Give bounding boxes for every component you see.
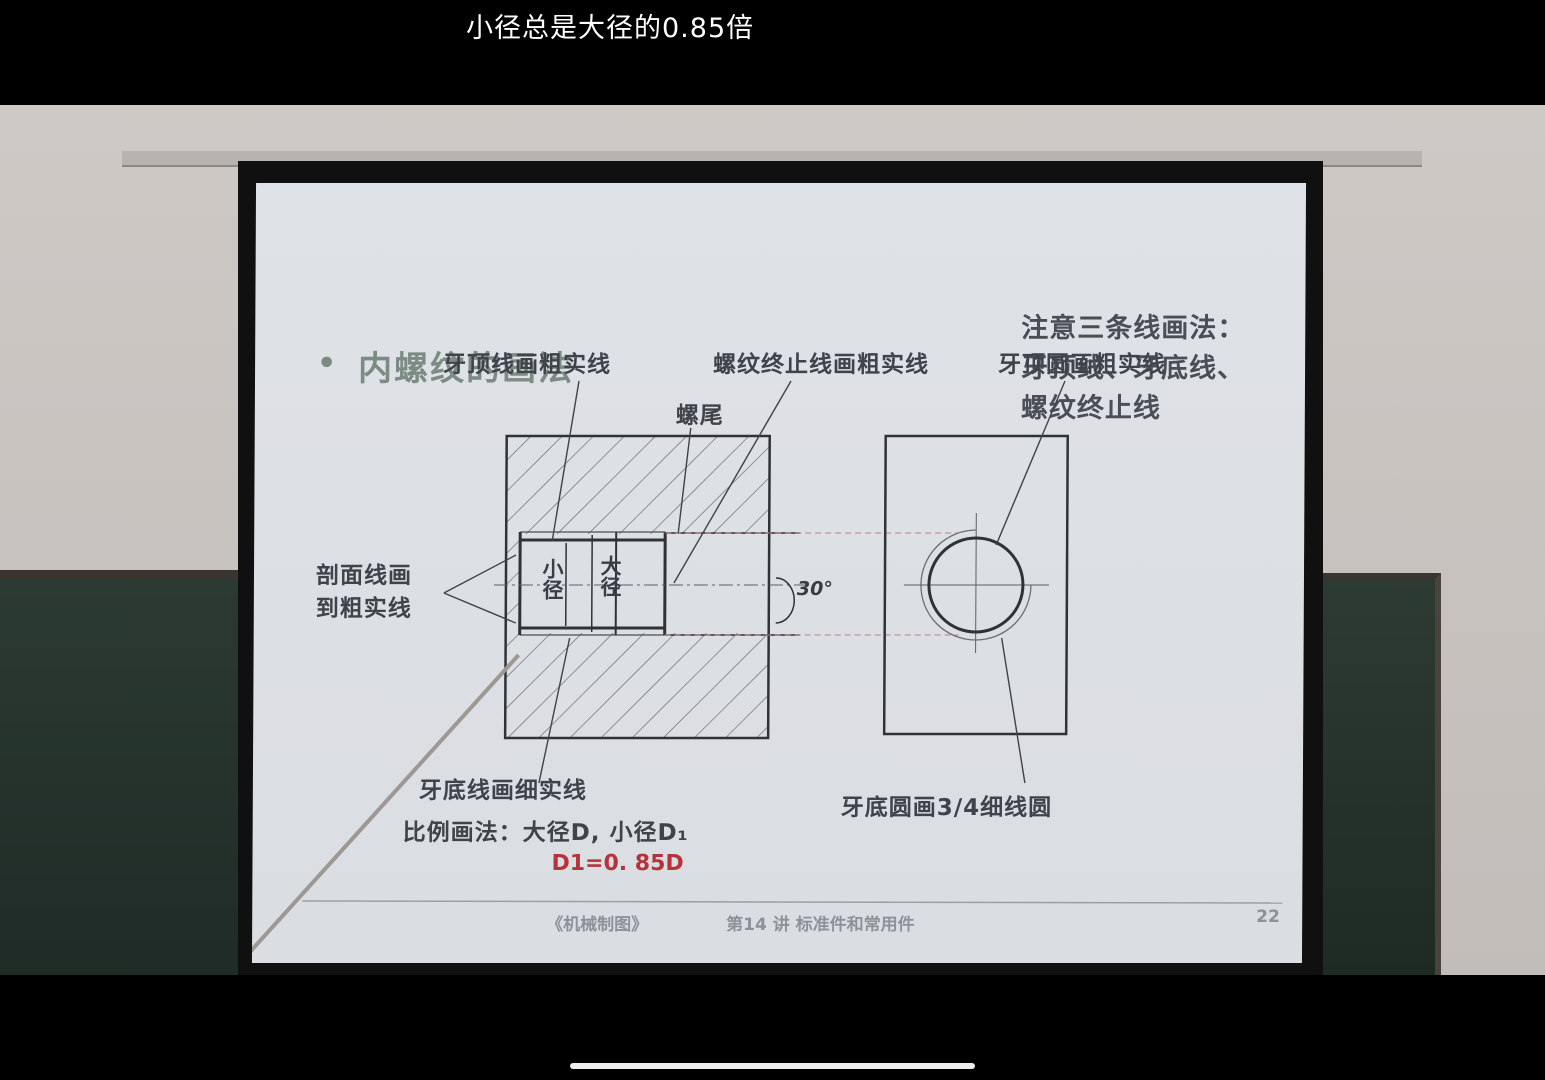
label-crest-line: 牙顶线画粗实线 [443,352,612,378]
hatch-upper [506,436,770,534]
pointer-stick [251,653,521,963]
label-thread-tail: 螺尾 [675,403,724,429]
home-indicator[interactable] [570,1063,975,1069]
footer-rule [302,900,1283,904]
hatch-lower [505,633,769,738]
angle-arc [775,577,796,624]
footer-page: 22 [1256,907,1280,927]
root-circle-three-quarter [920,529,1032,641]
classroom-scene: • 内螺纹的画法 注意三条线画法： 牙顶线、牙底线、 螺纹终止线 [0,105,1545,975]
subtitle-text: 小径总是大径的0.85倍 [466,13,755,44]
label-root-circle: 牙底圆画3/4细线圆 [840,795,1053,821]
leader-thread-tail [677,427,692,534]
termination-line [663,532,667,635]
label-termination-line: 螺纹终止线画粗实线 [713,352,930,378]
label-proportion: 比例画法：大径D, 小径D₁ [402,820,689,846]
label-hatch-1: 剖面线画 [315,563,413,589]
leader-crest-line [551,380,580,542]
blackboard-left [0,570,250,975]
label-crest-circle: 牙顶圆画粗实线 [998,352,1167,378]
crest-circle [927,536,1025,634]
blackboard-right [1310,573,1441,975]
formula: D1=0. 85D [551,851,684,876]
centerline-v-right [975,513,977,653]
leader-hatch-upper [443,554,517,594]
dim-minor-diameter: 小径 [539,558,565,600]
leader-termination-line [673,380,792,584]
leader-hatch-lower [443,592,517,624]
hole-left-edge [518,532,522,635]
leader-root-line [538,637,571,784]
footer-book: 《机械制图》 [546,915,649,935]
dim-major-diameter: 大径 [597,555,623,597]
thread-drawing [251,380,1283,963]
leader-crest-circle [995,380,1066,546]
video-subtitle-bar: 小径总是大径的0.85倍 [0,0,1545,105]
dim-angle: 30° [796,578,833,600]
leader-root-circle [1000,637,1026,784]
major-dim-line [590,535,593,632]
dimension-divider [614,532,618,635]
left-block-outline [503,434,771,740]
right-view-outline [882,434,1069,736]
label-hatch-2: 到粗实线 [315,596,412,622]
footer-lecture: 第14 讲 标准件和常用件 [726,915,915,935]
projected-slide: • 内螺纹的画法 注意三条线画法： 牙顶线、牙底线、 螺纹终止线 [251,183,1307,963]
label-root-line: 牙底线画细实线 [418,778,587,804]
